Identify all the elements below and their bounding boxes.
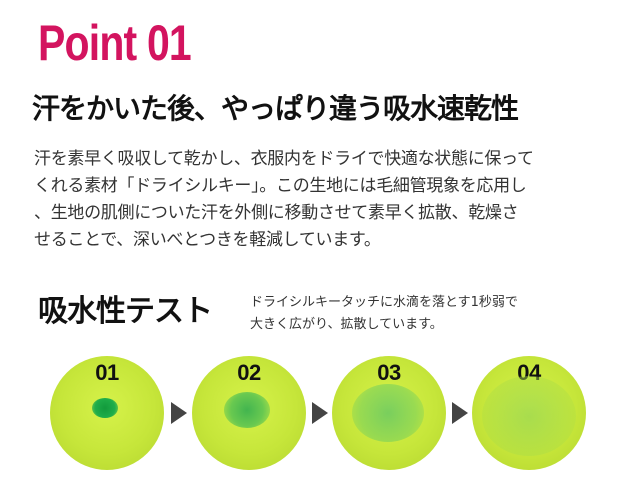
water-drop: [92, 398, 118, 418]
step-03-photo: 03: [332, 356, 446, 470]
arrow-right-icon: [312, 402, 328, 424]
body-line: くれる素材「ドライシルキー」。この生地には毛細管現象を応用し: [34, 176, 527, 196]
step-number: 02: [237, 360, 261, 385]
water-spread: [352, 384, 424, 442]
step-01-photo: 01: [50, 356, 164, 470]
water-spread: [482, 376, 576, 456]
test-title: 吸水性テスト: [38, 294, 213, 329]
test-desc-line: 大きく広がり、拡散しています。: [250, 317, 443, 332]
step-04-photo: 04: [472, 356, 586, 470]
body-text: 汗を素早く吸収して乾かし、衣服内をドライで快適な状態に保って くれる素材「ドライ…: [34, 146, 624, 254]
headline: 汗をかいた後、やっぱり違う吸水速乾性: [32, 92, 519, 125]
body-line: せることで、深いべとつきを軽減しています。: [34, 230, 381, 250]
water-spread: [224, 392, 270, 428]
step-number: 03: [377, 360, 401, 385]
test-desc-line: ドライシルキータッチに水滴を落とす1秒弱で: [250, 295, 518, 310]
test-description: ドライシルキータッチに水滴を落とす1秒弱で 大きく広がり、拡散しています。: [250, 292, 518, 336]
arrow-right-icon: [171, 402, 187, 424]
arrow-right-icon: [452, 402, 468, 424]
step-number: 01: [95, 360, 119, 385]
body-line: 汗を素早く吸収して乾かし、衣服内をドライで快適な状態に保って: [34, 149, 534, 169]
point-title: Point 01: [38, 15, 192, 71]
body-line: 、生地の肌側についた汗を外側に移動させて素早く拡散、乾燥さ: [34, 203, 519, 223]
step-02-photo: 02: [192, 356, 306, 470]
absorption-steps: 01 02 03 04: [0, 356, 640, 480]
